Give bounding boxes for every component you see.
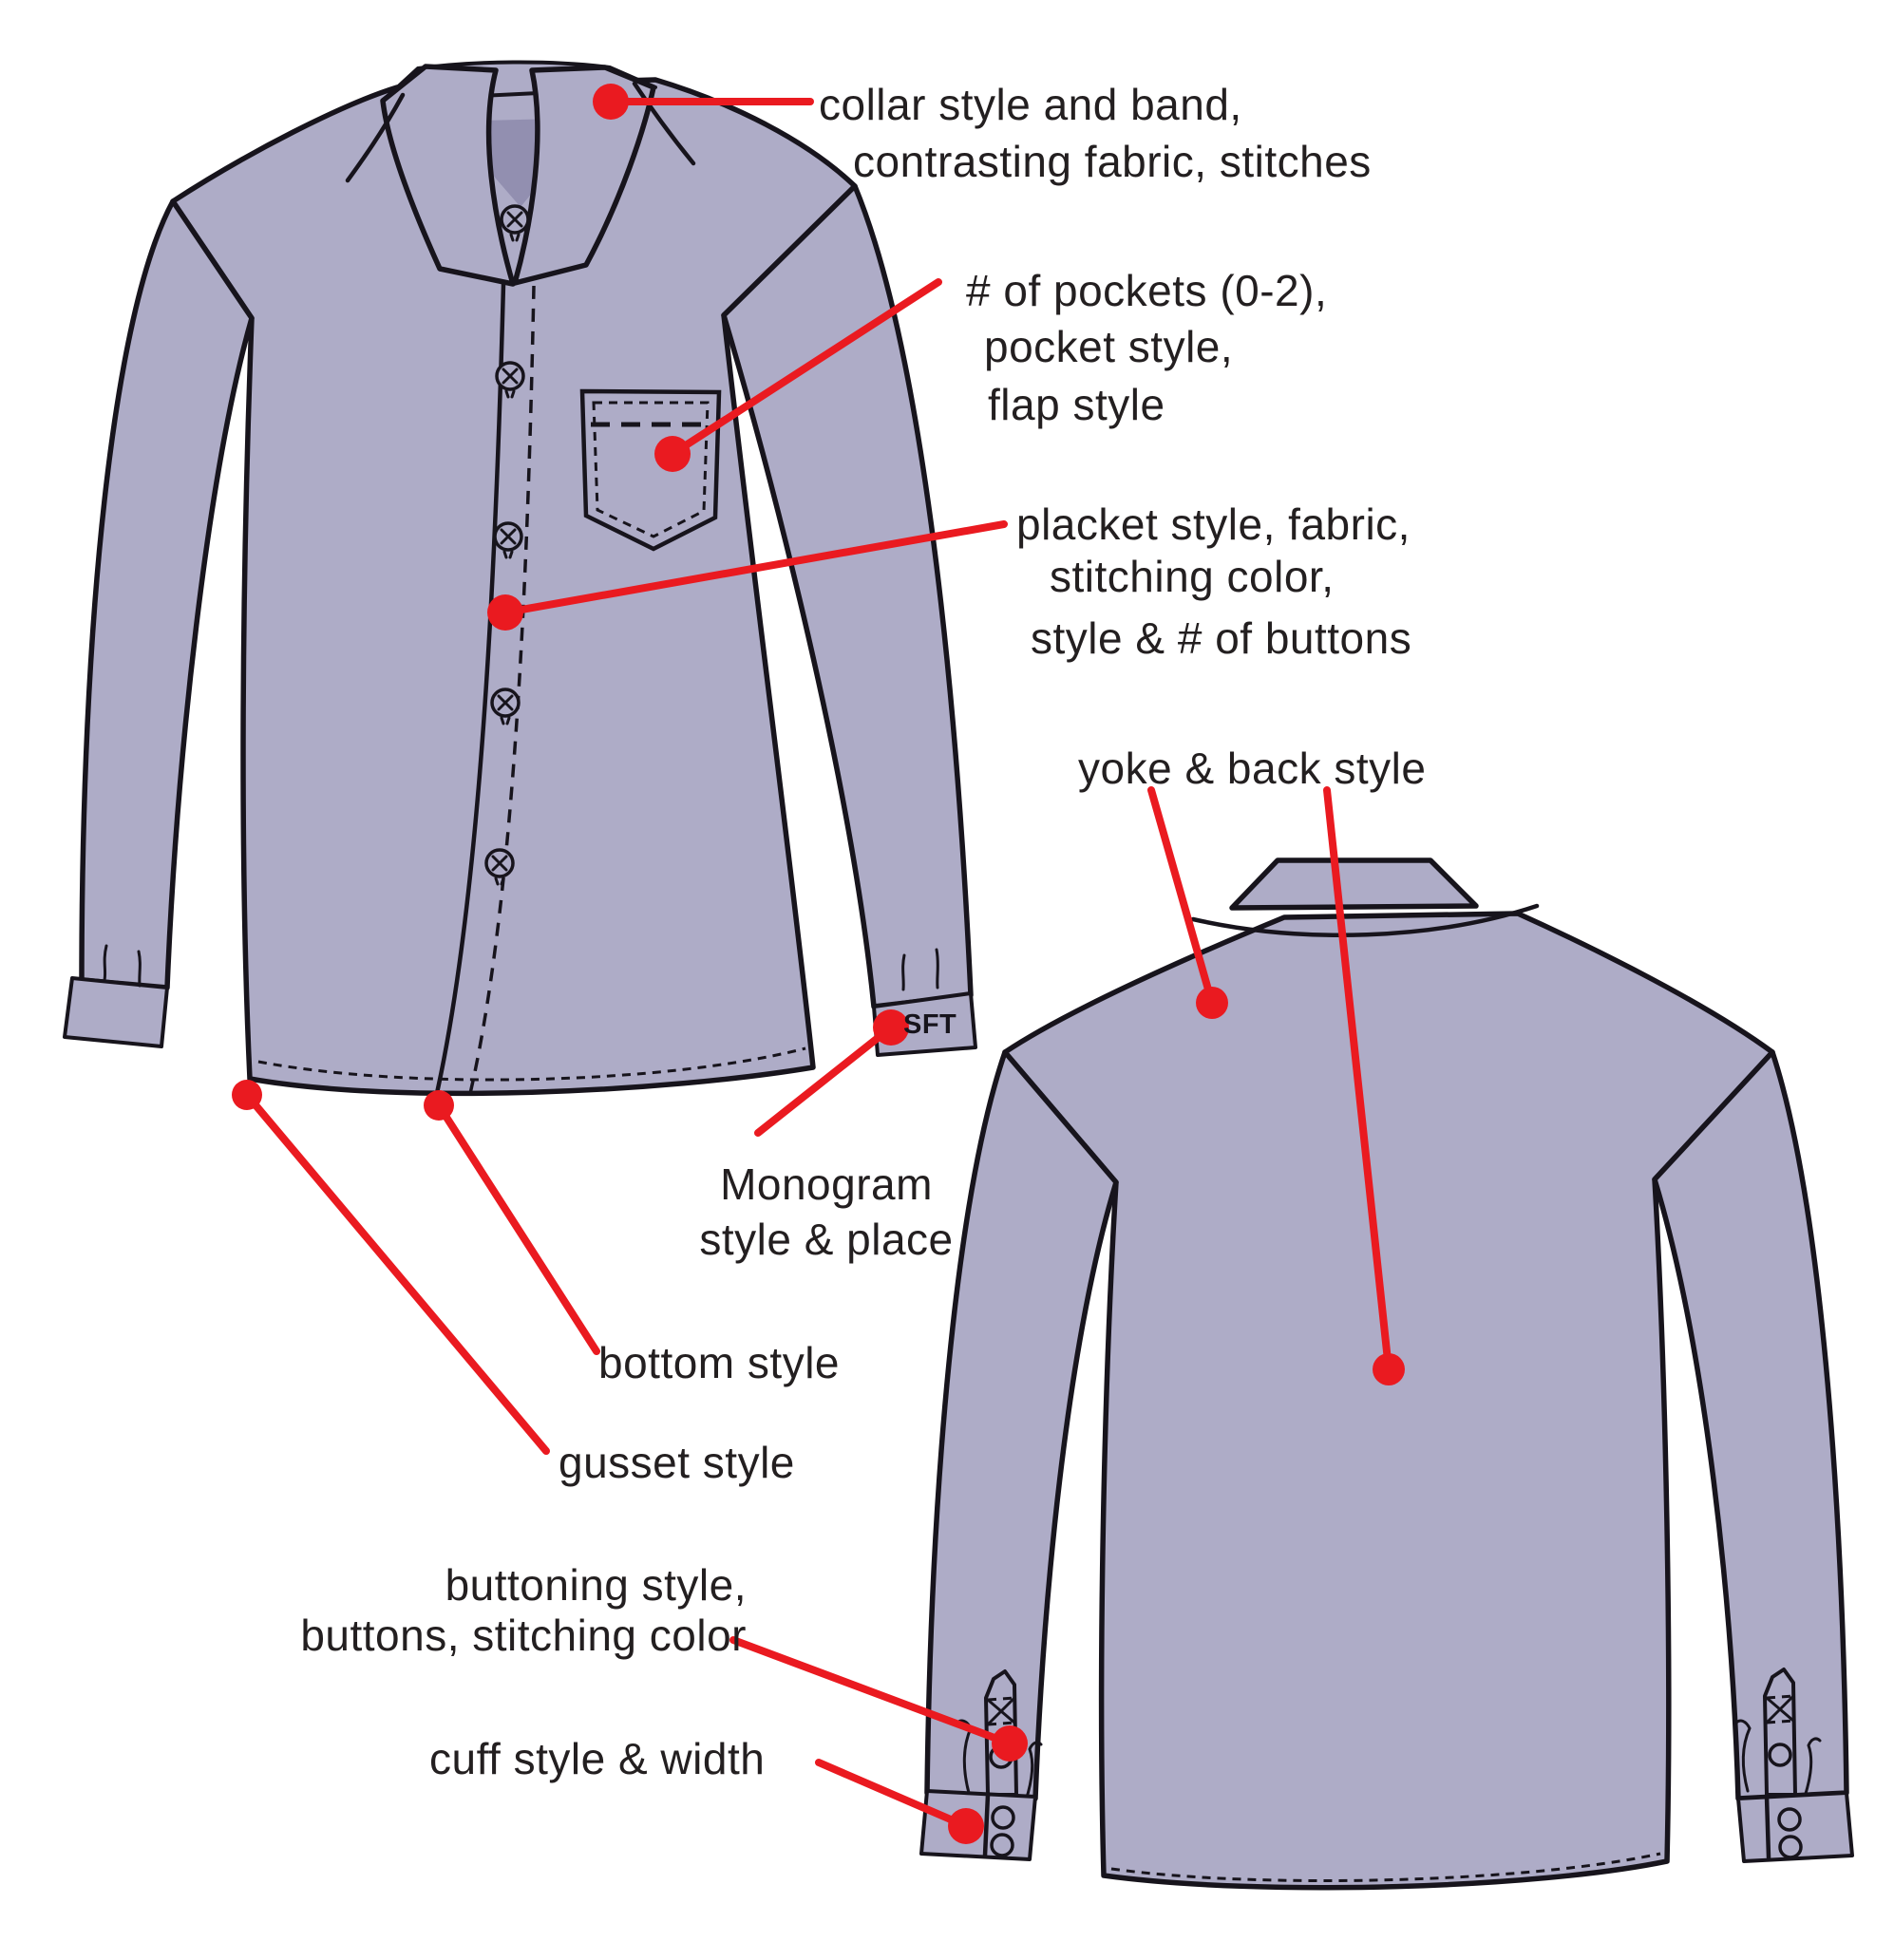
yoke-seam-right (632, 81, 696, 166)
callout-placket-dot (487, 594, 523, 631)
callout-monogram-dot (873, 1009, 909, 1046)
label-pockets-line3: flap style (988, 380, 1165, 429)
collar-leaf-left (380, 64, 516, 287)
front-sleeve-left (79, 198, 255, 990)
callout-cuff-dot (948, 1808, 984, 1844)
back-shirt-illustration (919, 858, 1854, 1891)
yoke-seam-left (345, 92, 406, 183)
callout-yoke-dot (1196, 987, 1228, 1019)
callout-collar-dot (593, 84, 629, 120)
callout-monogram-line (754, 1024, 895, 1137)
back-collar (1229, 858, 1479, 911)
label-placket-line3: style & # of buttons (1031, 613, 1412, 663)
callout-gusset-dot (232, 1080, 262, 1110)
label-collar-line2: contrasting fabric, stitches (853, 137, 1372, 186)
sleeve-gather (935, 948, 939, 989)
back-sleeve-right (1652, 1049, 1849, 1801)
chest-pocket (579, 388, 722, 552)
placket-stitching (467, 285, 536, 1099)
label-collar-line1: collar style and band, (819, 80, 1242, 129)
collar-leaf-right (512, 65, 656, 286)
back-cuff-right (1734, 1668, 1854, 1863)
callout-pocket-dot (654, 436, 691, 472)
callout-buttoning-dot (992, 1725, 1028, 1762)
label-cuff: cuff style & width (429, 1734, 766, 1783)
label-placket-line1: placket style, fabric, (1016, 499, 1411, 549)
back-hem-stitching (1110, 1852, 1661, 1883)
label-pockets-line2: pocket style, (984, 322, 1234, 371)
label-pockets-line1: # of pockets (0-2), (966, 266, 1328, 315)
label-monogram-line2: style & place (699, 1215, 954, 1264)
callout-back-line (1323, 786, 1392, 1373)
label-placket-line2: stitching color, (1050, 552, 1335, 601)
back-body (1002, 911, 1775, 1891)
callout-pocket-line (669, 278, 942, 458)
callout-gusset-line (243, 1091, 550, 1455)
callout-yoke-line (1147, 786, 1216, 1007)
label-bottom: bottom style (598, 1338, 840, 1387)
callouts (232, 84, 1405, 1844)
label-yoke: yoke & back style (1078, 744, 1427, 793)
label-gusset: gusset style (559, 1438, 795, 1487)
label-monogram: Monogram style & place (665, 1157, 988, 1267)
placket-edge (432, 281, 506, 1104)
back-yoke-seam (1190, 903, 1540, 937)
sleeve-gather (137, 950, 142, 988)
callout-bottom-line (435, 1102, 600, 1355)
monogram-text: SFT (903, 1009, 957, 1040)
sleeve-gather (901, 953, 906, 991)
front-cuff-left (63, 976, 169, 1048)
callout-back-dot (1373, 1353, 1405, 1385)
callout-cuff-line (815, 1759, 970, 1830)
callout-buttoning-line (729, 1636, 1013, 1747)
hem-stitching (257, 1046, 806, 1082)
callout-placket-line (502, 520, 1008, 616)
placket-buttons (484, 204, 530, 886)
label-buttoning-line2: buttons, stitching color (300, 1611, 747, 1660)
sleeve-gather (103, 944, 108, 982)
label-monogram-line1: Monogram (720, 1159, 933, 1209)
label-buttoning-line1: buttoning style, (445, 1560, 747, 1610)
callout-bottom-dot (424, 1090, 454, 1121)
front-shirt-illustration (63, 60, 977, 1104)
